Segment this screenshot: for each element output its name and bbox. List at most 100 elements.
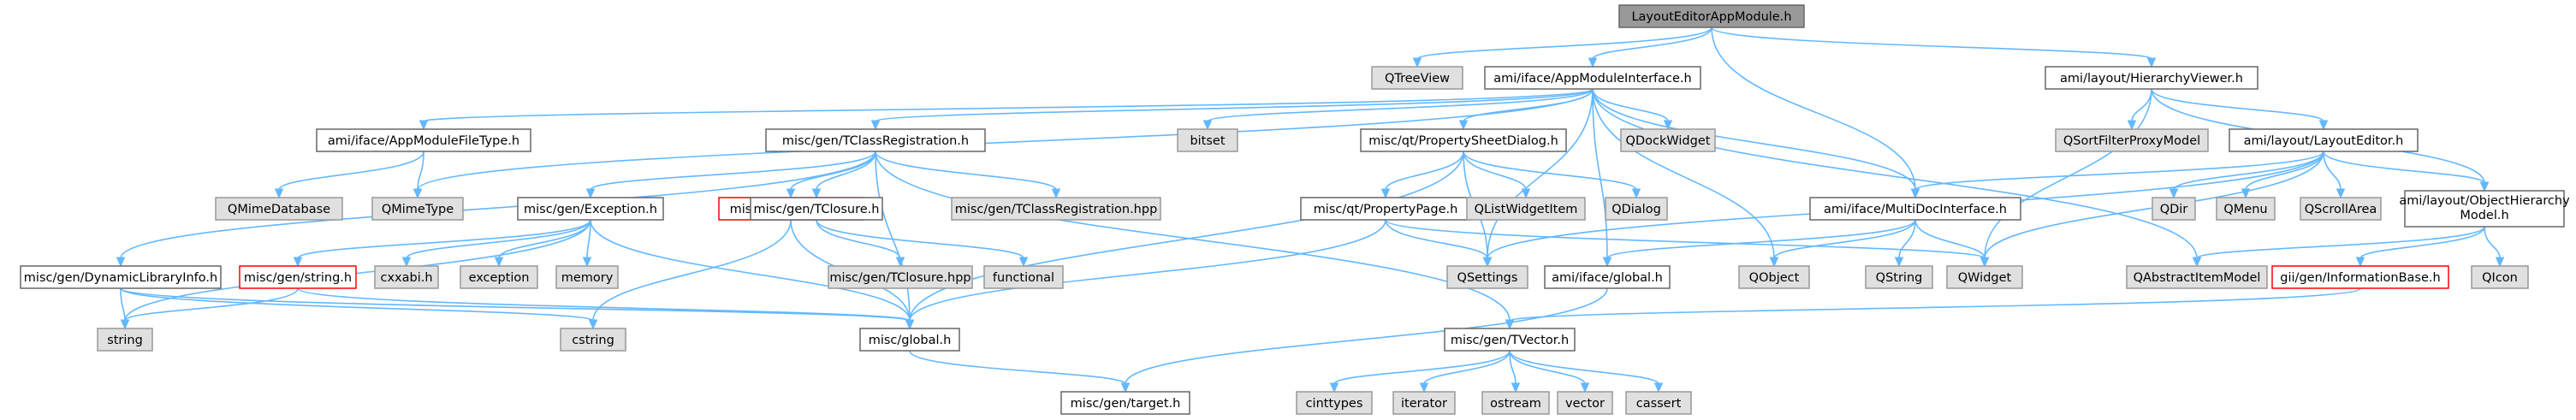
node-qmimedatabase: QMimeDatabase (215, 197, 343, 221)
edge-line (875, 88, 1594, 122)
edge-line (423, 88, 1594, 122)
node-propertypage[interactable]: misc/qt/PropertyPage.h (1300, 197, 1471, 221)
edge-tclosure-to-tclosure-hpp (816, 219, 905, 268)
node-label: cxxabi.h (380, 271, 432, 285)
edge-arrowhead (2127, 120, 2137, 131)
node-string: string (97, 328, 153, 352)
node-qmenu: QMenu (2216, 197, 2276, 221)
edge-arrowhead (116, 257, 126, 268)
node-label: bitset (1190, 134, 1225, 148)
node-layouteditor[interactable]: ami/layout/LayoutEditor.h (2229, 128, 2419, 152)
edge-line (816, 151, 876, 191)
node-bitset: bitset (1177, 128, 1238, 152)
node-box (1738, 265, 1810, 289)
node-dynamiclibraryinfo[interactable]: misc/gen/DynamicLibraryInfo.h (20, 265, 222, 289)
edge-line (592, 219, 792, 322)
node-target[interactable]: misc/gen/target.h (1060, 391, 1190, 415)
node-label: QTreeView (1385, 72, 1450, 86)
node-iface-global[interactable]: ami/iface/global.h (1544, 265, 1671, 289)
node-label: QSortFilterProxyModel (2063, 134, 2200, 148)
edge-arrowhead (786, 188, 796, 199)
edge-arrowhead (2495, 257, 2505, 268)
node-tclosure-hpp: misc/gen/TClosure.hpp (828, 265, 973, 289)
node-propertysheetdialog[interactable]: misc/qt/PropertySheetDialog.h (1360, 128, 1567, 152)
node-label: QDialog (1611, 203, 1661, 216)
edge-appmoduleinterface-to-bitset (1202, 88, 1594, 131)
node-appmoduleinterface[interactable]: ami/iface/AppModuleInterface.h (1484, 66, 1701, 90)
edge-root-to-qtreeview (1412, 27, 1712, 68)
edge-arrowhead (1482, 257, 1493, 268)
edge-line (1509, 287, 2361, 322)
node-box (2471, 265, 2529, 289)
node-tclassregistration[interactable]: misc/gen/TClassRegistration.h (765, 128, 986, 152)
node-root[interactable]: LayoutEditorAppModule.h (1618, 4, 1805, 28)
node-tclosure[interactable]: misc/gen/TClosure.h (750, 197, 883, 221)
node-box (1605, 197, 1668, 221)
node-label: QScrollArea (2305, 203, 2377, 216)
node-qabstractitemmodel: QAbstractItemModel (2126, 265, 2268, 289)
edge-arrowhead (1521, 188, 1531, 199)
node-box (2045, 66, 2258, 90)
edge-arrowhead (1894, 257, 1904, 268)
node-label: cstring (572, 334, 614, 347)
edge-arrowhead (494, 257, 504, 268)
edge-appmodulefiletype-to-qmimetype (413, 151, 424, 199)
node-string-h[interactable]: misc/gen/string.h (239, 265, 357, 289)
edge-arrowhead (1018, 257, 1029, 268)
edge-misc-global-to-target (909, 350, 1131, 393)
node-label: misc/qt/PropertyPage.h (1314, 203, 1458, 216)
edge-arrowhead (2318, 120, 2329, 131)
edge-line (1592, 88, 1775, 259)
node-label: misc/gen/TClassRegistration.h (782, 134, 969, 148)
node-label: QDockWidget (1626, 134, 1711, 148)
edge-multidocinterface-to-qwidget (1914, 219, 1990, 268)
edge-line (120, 287, 126, 322)
edge-tclassregistration-to-tclosure (811, 151, 876, 199)
edge-line (2323, 151, 2485, 184)
node-box (1060, 391, 1190, 415)
node-qscrollarea: QScrollArea (2300, 197, 2382, 221)
node-box (2126, 265, 2268, 289)
node-tvector[interactable]: misc/gen/TVector.h (1444, 328, 1576, 352)
node-label: gii/gen/InformationBase.h (2280, 271, 2440, 285)
edge-propertysheetdialog-to-qlistwidgetitem (1463, 151, 1531, 199)
edge-line (406, 219, 591, 259)
node-label: misc/gen/string.h (244, 271, 352, 285)
node-hierarchyviewer[interactable]: ami/layout/HierarchyViewer.h (2045, 66, 2258, 90)
node-qtreeview: QTreeView (1371, 66, 1463, 90)
node-informationbase[interactable]: gii/gen/InformationBase.h (2271, 265, 2449, 289)
edge-string-h-to-misc-global (297, 287, 915, 330)
node-qmimetype: QMimeType (371, 197, 464, 221)
edge-layouteditor-to-objecthierarchymodel (2323, 151, 2490, 192)
edge-line (120, 287, 594, 322)
edge-line (1592, 27, 1712, 60)
edge-exception-h-to-string-h (293, 219, 591, 268)
node-exception-h[interactable]: misc/gen/Exception.h (517, 197, 664, 221)
edge-arrowhead (895, 257, 905, 268)
edge-arrowhead (120, 319, 130, 330)
edge-appmoduleinterface-to-qdockwidget (1592, 88, 1673, 131)
node-box (2216, 197, 2276, 221)
node-box (1946, 265, 2023, 289)
node-misc-global[interactable]: misc/global.h (859, 328, 960, 352)
edge-arrowhead (1602, 257, 1612, 268)
node-multidocinterface[interactable]: ami/iface/MultiDocInterface.h (1809, 197, 2021, 221)
node-label: QMimeType (382, 203, 454, 216)
node-box (2300, 197, 2382, 221)
edge-tclassregistration-to-tvector (875, 151, 1515, 330)
edge-line (816, 219, 901, 259)
edge-arrowhead (293, 257, 303, 268)
edge-arrowhead (1329, 382, 1339, 393)
node-appmodulefiletype[interactable]: ami/iface/AppModuleFileType.h (316, 128, 531, 152)
edge-layouteditor-to-qscrollarea (2323, 151, 2346, 199)
edge-line (875, 151, 911, 322)
edge-line (790, 151, 876, 191)
node-label: misc/gen/DynamicLibraryInfo.h (24, 271, 217, 285)
node-box (215, 197, 343, 221)
node-label: misc/gen/TVector.h (1451, 334, 1569, 347)
edge-line (1898, 219, 1916, 259)
edge-multidocinterface-to-iface-global (1602, 219, 1916, 268)
edge-arrowhead (2336, 188, 2346, 199)
